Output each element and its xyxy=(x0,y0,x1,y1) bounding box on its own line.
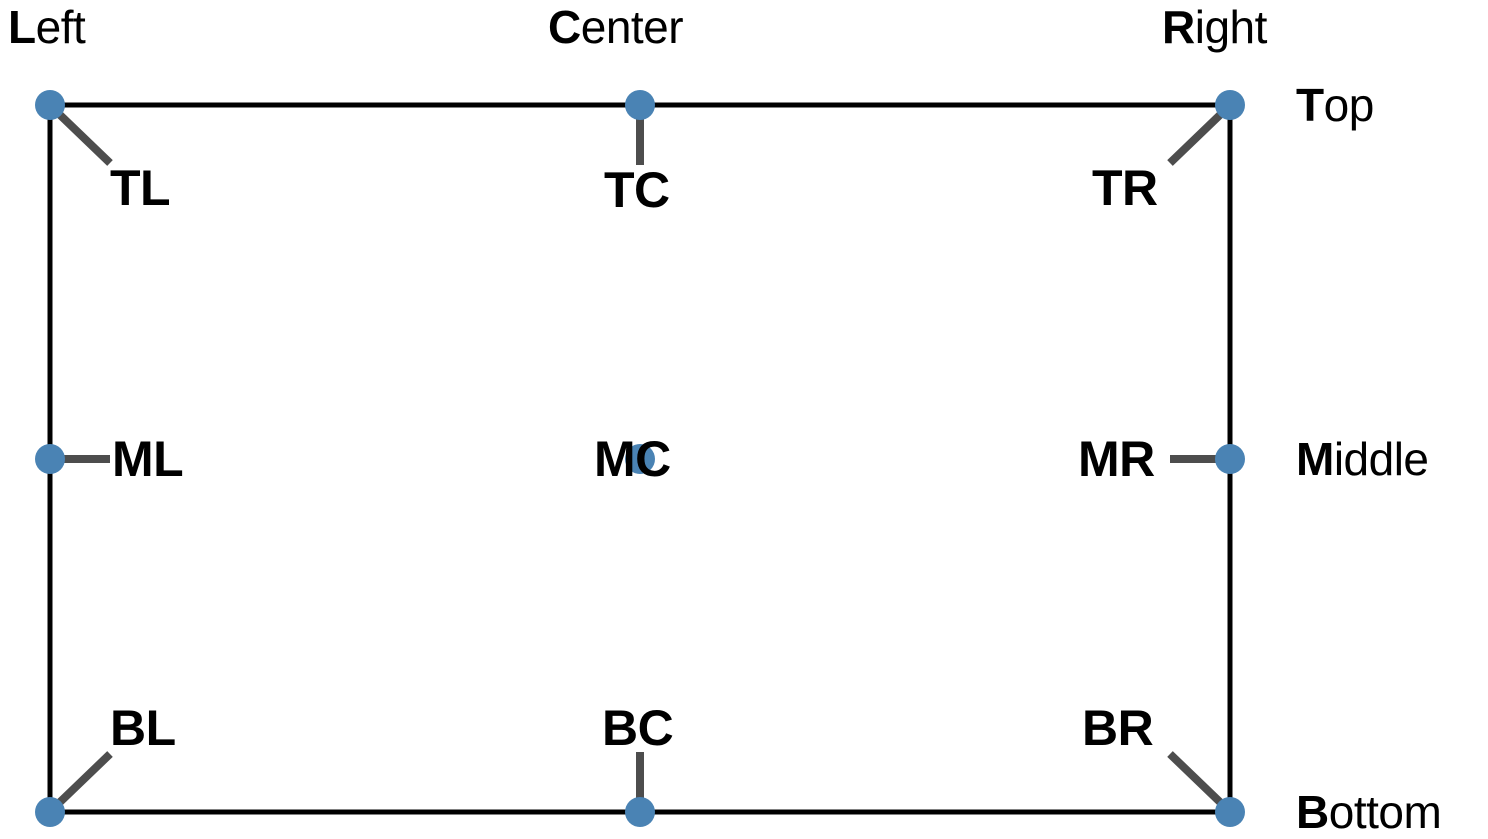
row-label-bottom: Bottom xyxy=(1296,786,1442,838)
row-label-bottom-rest: ottom xyxy=(1328,786,1442,838)
anchor-dot-tc[interactable] xyxy=(625,90,655,120)
anchor-label-mr[interactable]: MR xyxy=(1078,431,1155,487)
anchor-label-bl[interactable]: BL xyxy=(110,700,176,756)
row-label-bottom-initial: B xyxy=(1296,786,1329,838)
anchor-label-bc[interactable]: BC xyxy=(602,700,674,756)
column-label-left-initial: L xyxy=(8,1,36,53)
column-label-center-initial: C xyxy=(548,1,581,53)
anchor-label-br[interactable]: BR xyxy=(1082,700,1154,756)
row-label-middle-rest: iddle xyxy=(1333,433,1429,485)
leader-line-bl xyxy=(55,751,113,807)
anchor-label-tc[interactable]: TC xyxy=(604,162,670,218)
column-label-center: Center xyxy=(548,1,684,53)
anchor-dot-br[interactable] xyxy=(1215,797,1245,827)
leader-line-layer xyxy=(55,110,1225,807)
anchor-label-tl[interactable]: TL xyxy=(110,160,171,216)
anchor-label-mc[interactable]: MC xyxy=(594,431,671,487)
column-label-right-rest: ight xyxy=(1194,1,1268,53)
row-label-top-initial: T xyxy=(1296,79,1324,131)
row-label-top-rest: op xyxy=(1323,79,1375,131)
column-label-right: Right xyxy=(1162,4,1267,50)
anchor-dot-tl[interactable] xyxy=(35,90,65,120)
anchor-marker-layer xyxy=(35,90,1245,827)
leader-line-tr xyxy=(1167,110,1225,166)
anchor-dot-mr[interactable] xyxy=(1215,444,1245,474)
anchor-dot-bl[interactable] xyxy=(35,797,65,827)
leader-line-tl xyxy=(55,110,113,166)
row-label-top: Top xyxy=(1296,82,1374,128)
anchor-label-tr[interactable]: TR xyxy=(1092,160,1158,216)
anchor-label-ml[interactable]: ML xyxy=(112,431,184,487)
anchor-dot-tr[interactable] xyxy=(1215,90,1245,120)
column-label-left-rest: eft xyxy=(35,1,86,53)
anchor-dot-bc[interactable] xyxy=(625,797,655,827)
column-label-center-rest: enter xyxy=(580,1,684,53)
row-label-middle: Middle xyxy=(1296,436,1429,482)
row-label-middle-initial: M xyxy=(1296,433,1334,485)
column-label-left: Left xyxy=(8,1,86,53)
anchor-dot-mc[interactable] xyxy=(625,444,655,474)
leader-line-br xyxy=(1167,751,1225,807)
anchor-dot-ml[interactable] xyxy=(35,444,65,474)
column-label-right-initial: R xyxy=(1162,1,1195,53)
